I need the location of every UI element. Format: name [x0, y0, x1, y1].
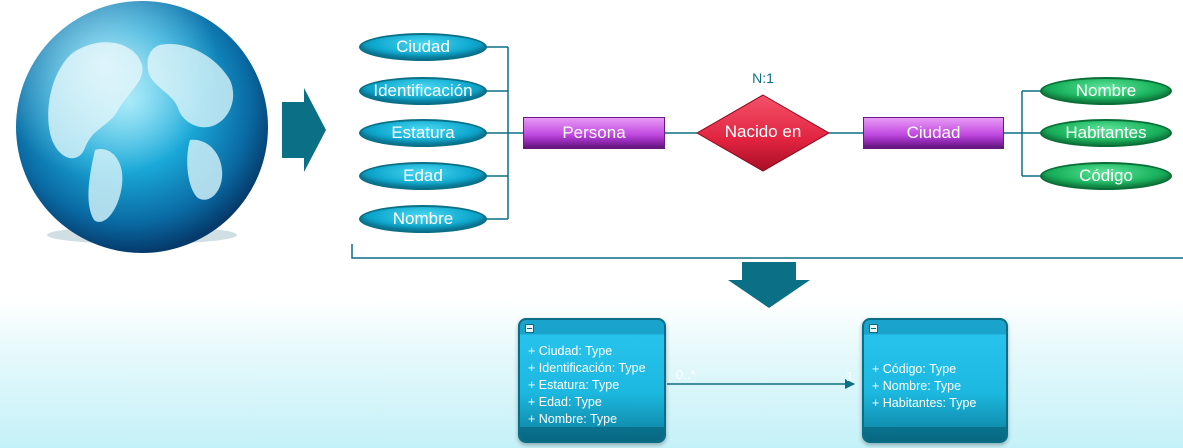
- arrow-down-icon: [728, 262, 810, 308]
- left-attribute-connector: [484, 46, 523, 220]
- class-attribute: + Ciudad: Type: [528, 344, 613, 358]
- class-footer: [864, 427, 1006, 441]
- class-attribute: + Habitantes: Type: [872, 396, 977, 410]
- class-footer: [520, 427, 664, 441]
- uml-class-persona: + Ciudad: Type + Identificación: Type + …: [518, 318, 666, 443]
- relationship-diamond: [695, 94, 831, 172]
- attribute-nombre: Nombre: [359, 205, 487, 233]
- er-bracket: [351, 244, 1183, 259]
- attribute-estatura: Estatura: [359, 119, 487, 147]
- class-attribute: + Estatura: Type: [528, 378, 620, 392]
- collapse-icon[interactable]: [525, 324, 534, 333]
- cardinality-label: N:1: [752, 70, 774, 86]
- class-attribute: + Nombre: Type: [872, 379, 962, 393]
- attribute-nombre-ciudad: Nombre: [1040, 77, 1172, 105]
- class-attribute: + Identificación: Type: [528, 361, 646, 375]
- target-multiplicity: 1: [846, 369, 854, 384]
- class-attribute: + Nombre: Type: [528, 412, 618, 426]
- relationship-label: Nacido en: [724, 122, 802, 141]
- attribute-edad: Edad: [359, 162, 487, 190]
- collapse-icon[interactable]: [869, 324, 878, 333]
- source-multiplicity: 0..*: [676, 367, 696, 382]
- class-attribute: + Código: Type: [872, 362, 957, 376]
- entity-persona: Persona: [523, 117, 665, 149]
- attribute-identificacion: Identificación: [359, 77, 487, 105]
- arrow-right-icon: [282, 88, 326, 172]
- uml-class-ciudad: + Código: Type + Nombre: Type + Habitant…: [862, 318, 1008, 443]
- globe-icon: [16, 1, 268, 253]
- attribute-ciudad: Ciudad: [359, 33, 487, 61]
- right-attribute-connector: [1004, 90, 1043, 177]
- attribute-habitantes: Habitantes: [1040, 119, 1172, 147]
- attribute-codigo: Código: [1040, 162, 1172, 190]
- entity-ciudad: Ciudad: [863, 117, 1004, 149]
- class-attribute: + Edad: Type: [528, 395, 602, 409]
